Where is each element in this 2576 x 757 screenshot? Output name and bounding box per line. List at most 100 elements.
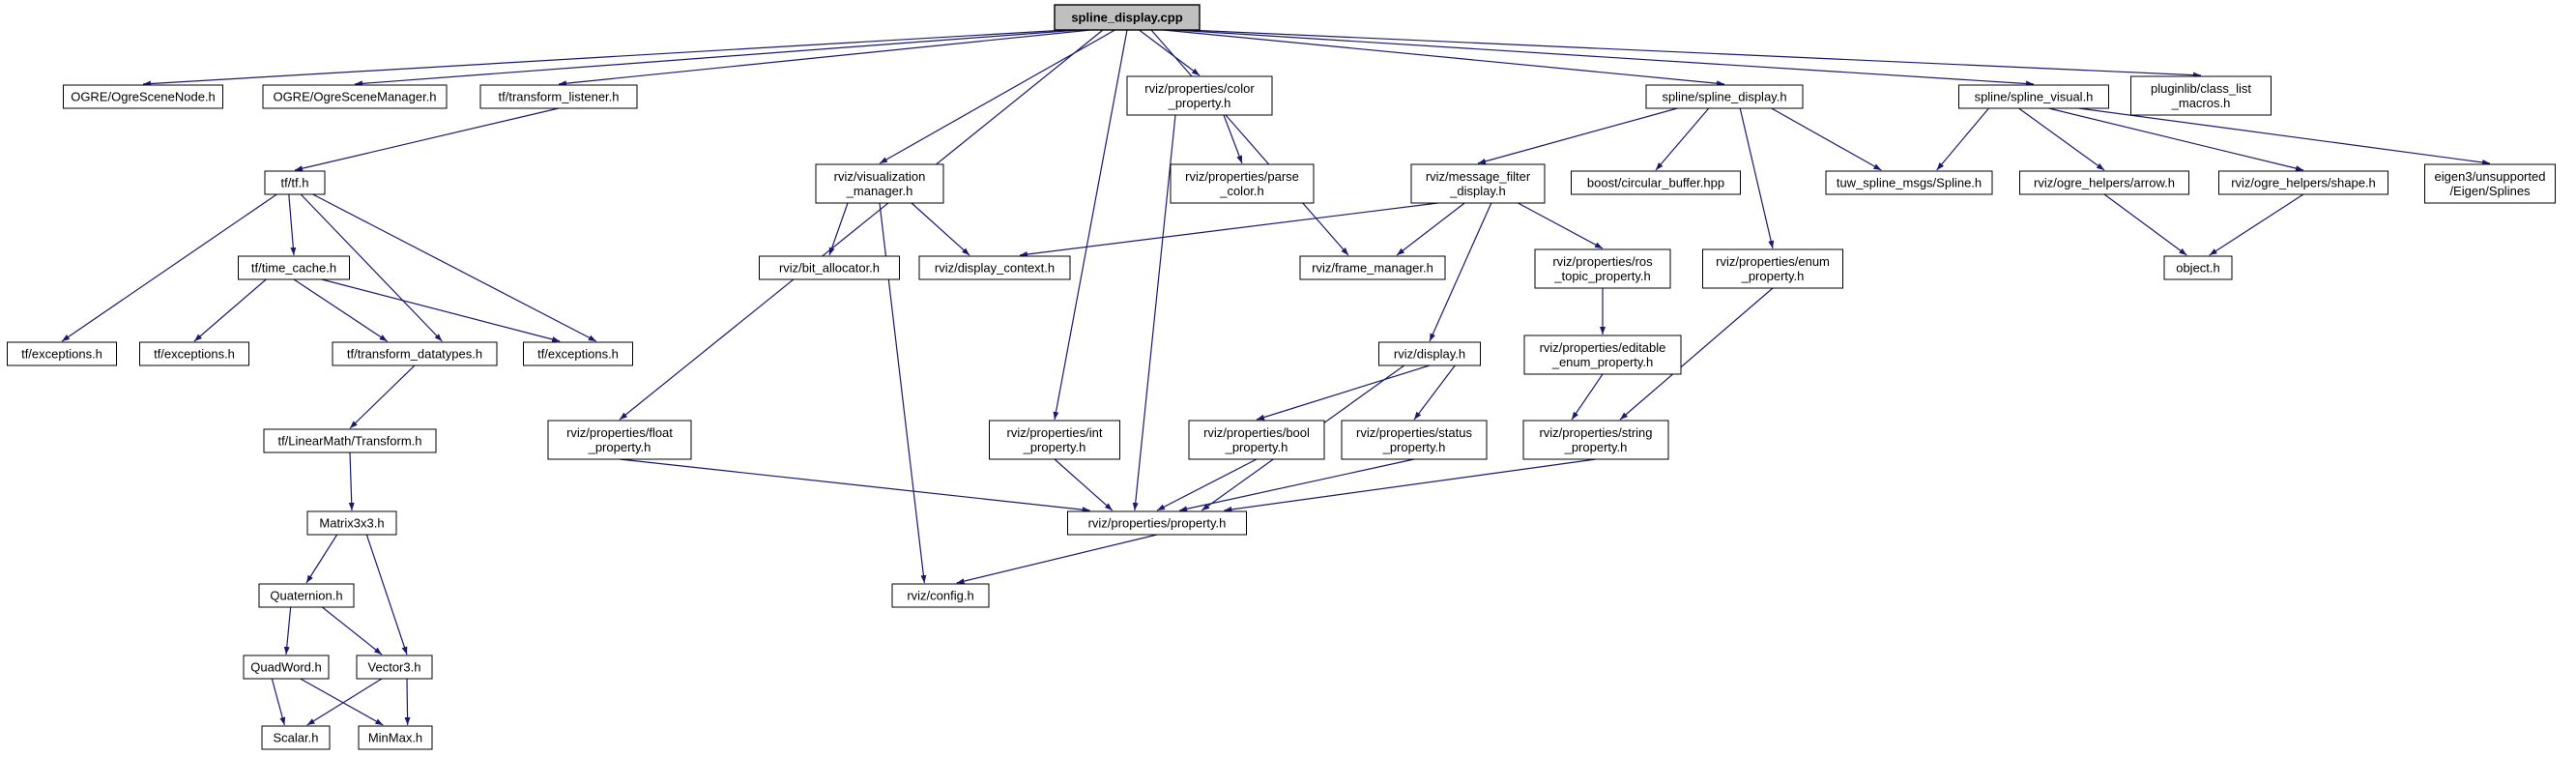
node-linearmath_transform_h[interactable]: tf/LinearMath/Transform.h xyxy=(263,428,437,453)
node-box-tf_time_cache_h[interactable] xyxy=(238,255,350,280)
node-box-scalar_h[interactable] xyxy=(261,725,331,750)
node-circular_buffer_hpp[interactable]: boost/circular_buffer.hpp xyxy=(1571,170,1741,195)
node-box-circular_buffer_hpp[interactable] xyxy=(1571,170,1741,195)
node-box-spline_visual_h[interactable] xyxy=(1958,84,2109,109)
node-box-ros_topic_property_h[interactable] xyxy=(1534,248,1671,289)
node-tf_transform_listener_h[interactable]: tf/transform_listener.h xyxy=(479,84,638,109)
node-object_h[interactable]: object.h xyxy=(2163,255,2233,280)
node-box-editable_enum_property_h[interactable] xyxy=(1523,335,1682,375)
node-box-vector3_h[interactable] xyxy=(356,655,433,680)
include-edge-tf_transform_datatypes_h--linearmath_transform_h xyxy=(349,364,416,429)
node-box-float_property_h[interactable] xyxy=(547,420,692,460)
node-box-linearmath_transform_h[interactable] xyxy=(263,428,437,453)
node-box-tf_exceptions_h_1[interactable] xyxy=(7,341,117,366)
node-bit_allocator_h[interactable]: rviz/bit_allocator.h xyxy=(759,255,900,280)
node-editable_enum_property_h[interactable]: rviz/properties/editable_enum_property.h xyxy=(1523,335,1682,375)
node-box-tf_transform_datatypes_h[interactable] xyxy=(332,341,498,366)
include-edge-editable_enum_property_h--string_property_h xyxy=(1571,373,1604,421)
node-box-eigen_splines[interactable] xyxy=(2424,163,2556,204)
node-arrow_h[interactable]: rviz/ogre_helpers/arrow.h xyxy=(2019,170,2189,195)
node-enum_property_h[interactable]: rviz/properties/enum_property.h xyxy=(1702,248,1843,289)
node-display_h[interactable]: rviz/display.h xyxy=(1378,341,1481,366)
node-spline_display_h[interactable]: spline/spline_display.h xyxy=(1645,84,1804,109)
node-box-visualization_manager_h[interactable] xyxy=(815,163,944,204)
node-quaternion_h[interactable]: Quaternion.h xyxy=(258,583,355,608)
node-box-bit_allocator_h[interactable] xyxy=(759,255,900,280)
node-status_property_h[interactable]: rviz/properties/status_property.h xyxy=(1341,420,1488,460)
node-box-tf_transform_listener_h[interactable] xyxy=(479,84,638,109)
node-label-string_property_h-line1: rviz/properties/string xyxy=(1539,425,1652,440)
node-box-ogre_scene_node_h[interactable] xyxy=(63,84,223,109)
node-tf_exceptions_h_3[interactable]: tf/exceptions.h xyxy=(523,341,633,366)
node-box-bool_property_h[interactable] xyxy=(1188,420,1325,460)
node-label-ros_topic_property_h-line2: _topic_property.h xyxy=(1553,269,1651,283)
node-eigen_splines[interactable]: eigen3/unsupported/Eigen/Splines xyxy=(2424,163,2556,204)
node-box-arrow_h[interactable] xyxy=(2019,170,2189,195)
node-box-int_property_h[interactable] xyxy=(989,420,1120,460)
node-box-parse_color_h[interactable] xyxy=(1170,163,1315,204)
node-ogre_scene_manager_h[interactable]: OGRE/OgreSceneManager.h xyxy=(262,84,448,109)
include-edge-color_property_h--parse_color_h xyxy=(1223,114,1243,164)
node-tf_time_cache_h[interactable]: tf/time_cache.h xyxy=(238,255,350,280)
node-box-status_property_h[interactable] xyxy=(1341,420,1488,460)
node-box-spline_display_h[interactable] xyxy=(1645,84,1804,109)
node-ogre_scene_node_h[interactable]: OGRE/OgreSceneNode.h xyxy=(63,84,223,109)
include-edge-display_h--status_property_h xyxy=(1413,364,1456,421)
node-minmax_h[interactable]: MinMax.h xyxy=(358,725,433,750)
node-box-tf_exceptions_h_2[interactable] xyxy=(139,341,249,366)
node-color_property_h[interactable]: rviz/properties/color_property.h xyxy=(1126,75,1273,116)
node-property_h[interactable]: rviz/properties/property.h xyxy=(1067,510,1247,536)
node-float_property_h[interactable]: rviz/properties/float_property.h xyxy=(547,420,692,460)
node-box-matrix3x3_h[interactable] xyxy=(306,510,397,536)
node-tf_transform_datatypes_h[interactable]: tf/transform_datatypes.h xyxy=(332,341,498,366)
node-tf_tf_h[interactable]: tf/tf.h xyxy=(264,170,326,195)
node-ros_topic_property_h[interactable]: rviz/properties/ros_topic_property.h xyxy=(1534,248,1671,289)
node-frame_manager_h[interactable]: rviz/frame_manager.h xyxy=(1299,255,1446,280)
node-label-shape_h: rviz/ogre_helpers/shape.h xyxy=(2231,176,2376,190)
node-message_filter_display_h[interactable]: rviz/message_filter_display.h xyxy=(1410,163,1546,204)
node-int_property_h[interactable]: rviz/properties/int_property.h xyxy=(989,420,1120,460)
node-matrix3x3_h[interactable]: Matrix3x3.h xyxy=(306,510,397,536)
node-box-string_property_h[interactable] xyxy=(1522,420,1669,460)
node-label-parse_color_h-line2: _color.h xyxy=(1219,184,1264,198)
node-box-ogre_scene_manager_h[interactable] xyxy=(262,84,448,109)
node-quadword_h[interactable]: QuadWord.h xyxy=(243,655,330,680)
node-box-frame_manager_h[interactable] xyxy=(1299,255,1446,280)
node-display_context_h[interactable]: rviz/display_context.h xyxy=(918,255,1071,280)
include-edge-tf_tf_h--tf_exceptions_h_3 xyxy=(312,193,597,342)
node-scalar_h[interactable]: Scalar.h xyxy=(261,725,331,750)
node-spline_visual_h[interactable]: spline/spline_visual.h xyxy=(1958,84,2109,109)
node-vector3_h[interactable]: Vector3.h xyxy=(356,655,433,680)
node-box-config_h[interactable] xyxy=(891,583,990,608)
include-edge-tf_tf_h--tf_time_cache_h xyxy=(288,193,297,256)
node-box-property_h[interactable] xyxy=(1067,510,1247,536)
node-box-shape_h[interactable] xyxy=(2218,170,2388,195)
node-bool_property_h[interactable]: rviz/properties/bool_property.h xyxy=(1188,420,1325,460)
node-string_property_h[interactable]: rviz/properties/string_property.h xyxy=(1522,420,1669,460)
include-edge-spline_display_h--circular_buffer_hpp xyxy=(1655,107,1710,171)
node-box-display_h[interactable] xyxy=(1378,341,1481,366)
node-box-message_filter_display_h[interactable] xyxy=(1410,163,1546,204)
node-tuw_spline_msgs_spline_h[interactable]: tuw_spline_msgs/Spline.h xyxy=(1825,170,1993,195)
node-box-quaternion_h[interactable] xyxy=(258,583,355,608)
node-box-tf_tf_h[interactable] xyxy=(264,170,326,195)
node-box-quadword_h[interactable] xyxy=(243,655,330,680)
node-box-color_property_h[interactable] xyxy=(1126,75,1273,116)
node-label-pluginlib_class_list_macros_h-line2: _macros.h xyxy=(2171,96,2231,110)
node-box-tuw_spline_msgs_spline_h[interactable] xyxy=(1825,170,1993,195)
node-parse_color_h[interactable]: rviz/properties/parse_color.h xyxy=(1170,163,1315,204)
node-box-enum_property_h[interactable] xyxy=(1702,248,1843,289)
node-label-tf_exceptions_h_1: tf/exceptions.h xyxy=(21,347,102,362)
node-box-minmax_h[interactable] xyxy=(358,725,433,750)
node-tf_exceptions_h_2[interactable]: tf/exceptions.h xyxy=(139,341,249,366)
node-pluginlib_class_list_macros_h[interactable]: pluginlib/class_list_macros.h xyxy=(2130,75,2272,116)
node-box-tf_exceptions_h_3[interactable] xyxy=(523,341,633,366)
node-box-pluginlib_class_list_macros_h[interactable] xyxy=(2130,75,2272,116)
node-box-object_h[interactable] xyxy=(2163,255,2233,280)
node-tf_exceptions_h_1[interactable]: tf/exceptions.h xyxy=(7,341,117,366)
node-config_h[interactable]: rviz/config.h xyxy=(891,583,990,608)
node-label-tf_transform_datatypes_h: tf/transform_datatypes.h xyxy=(347,347,482,362)
node-box-display_context_h[interactable] xyxy=(918,255,1071,280)
node-shape_h[interactable]: rviz/ogre_helpers/shape.h xyxy=(2218,170,2388,195)
node-visualization_manager_h[interactable]: rviz/visualization_manager.h xyxy=(815,163,944,204)
